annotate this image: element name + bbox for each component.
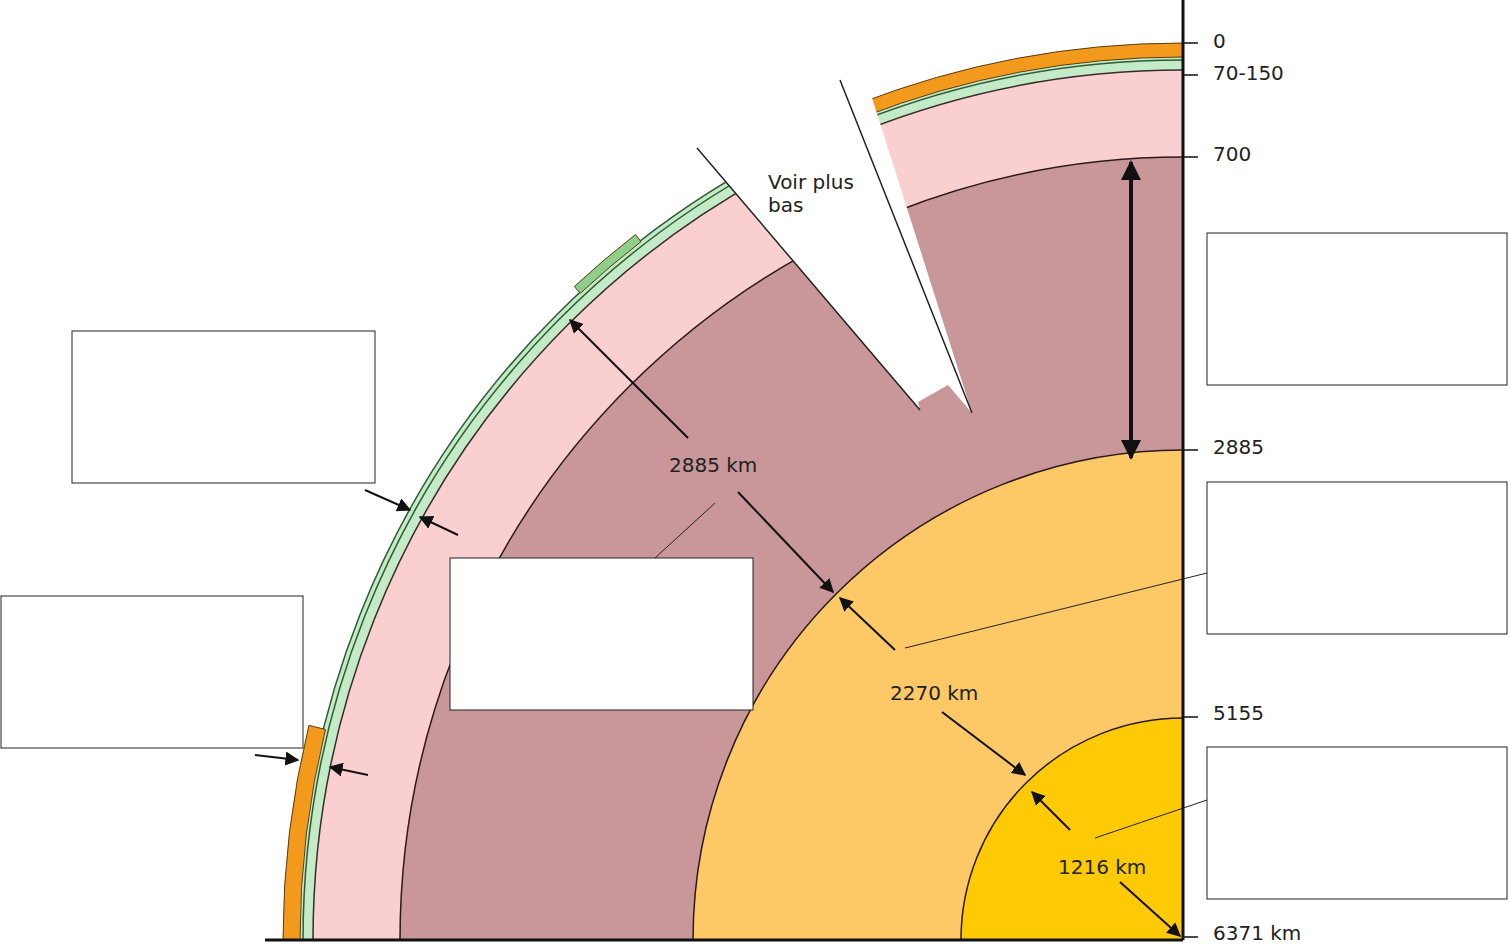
leader-line — [1095, 800, 1207, 838]
axis-tick — [1183, 716, 1198, 718]
depth-tick-label: 700 — [1213, 143, 1251, 166]
answer-box — [1207, 233, 1507, 385]
dimension-arrow — [1120, 882, 1180, 936]
lower-mantle-layer — [400, 157, 1183, 940]
answer-box — [450, 558, 753, 710]
continental-crust — [857, 43, 1183, 117]
depth-tick-label: 2885 — [1213, 436, 1264, 459]
mantle-thickness-arrow — [1129, 162, 1133, 458]
axis-tick — [1183, 156, 1198, 158]
dimension-arrow — [738, 492, 833, 592]
cutaway-wedge — [697, 60, 972, 413]
dimension-arrow — [942, 712, 1025, 775]
dimension-arrow — [1032, 792, 1070, 830]
lithosphere-layer — [298, 55, 1183, 940]
outer-core-layer — [693, 450, 1183, 940]
dimension-arrow — [420, 517, 458, 535]
cutaway-edge — [697, 80, 972, 413]
answer-box — [1, 596, 303, 748]
depth-tick-label: 0 — [1213, 30, 1226, 53]
answer-box — [1207, 747, 1507, 899]
moho-line — [303, 60, 1183, 940]
dimension-label: 1216 km — [1058, 856, 1146, 879]
continental-crust — [574, 235, 641, 294]
dimension-arrow — [365, 490, 410, 510]
axis-tick — [1183, 936, 1198, 938]
answer-box — [72, 331, 375, 483]
depth-tick-label: 6371 km — [1213, 922, 1301, 944]
continental-crust — [283, 725, 325, 940]
dimension-arrow — [255, 755, 298, 760]
cutaway-note: Voir plus bas — [768, 171, 888, 217]
depth-tick-label: 70-150 — [1213, 62, 1284, 85]
dimension-arrow — [840, 598, 895, 650]
depth-tick-label: 5155 — [1213, 702, 1264, 725]
axis-tick — [1183, 42, 1198, 44]
dimension-label: 2270 km — [890, 682, 978, 705]
earth-layers — [283, 43, 1183, 940]
dimension-label: 2885 km — [669, 454, 757, 477]
axis-line — [265, 0, 1183, 940]
leader-line — [905, 573, 1207, 648]
dimension-arrow — [570, 320, 688, 438]
answer-box — [1207, 482, 1507, 634]
axis-tick — [1183, 449, 1198, 451]
dimension-arrow — [330, 767, 368, 775]
leader-line — [655, 503, 715, 558]
axis-tick — [1183, 74, 1198, 76]
